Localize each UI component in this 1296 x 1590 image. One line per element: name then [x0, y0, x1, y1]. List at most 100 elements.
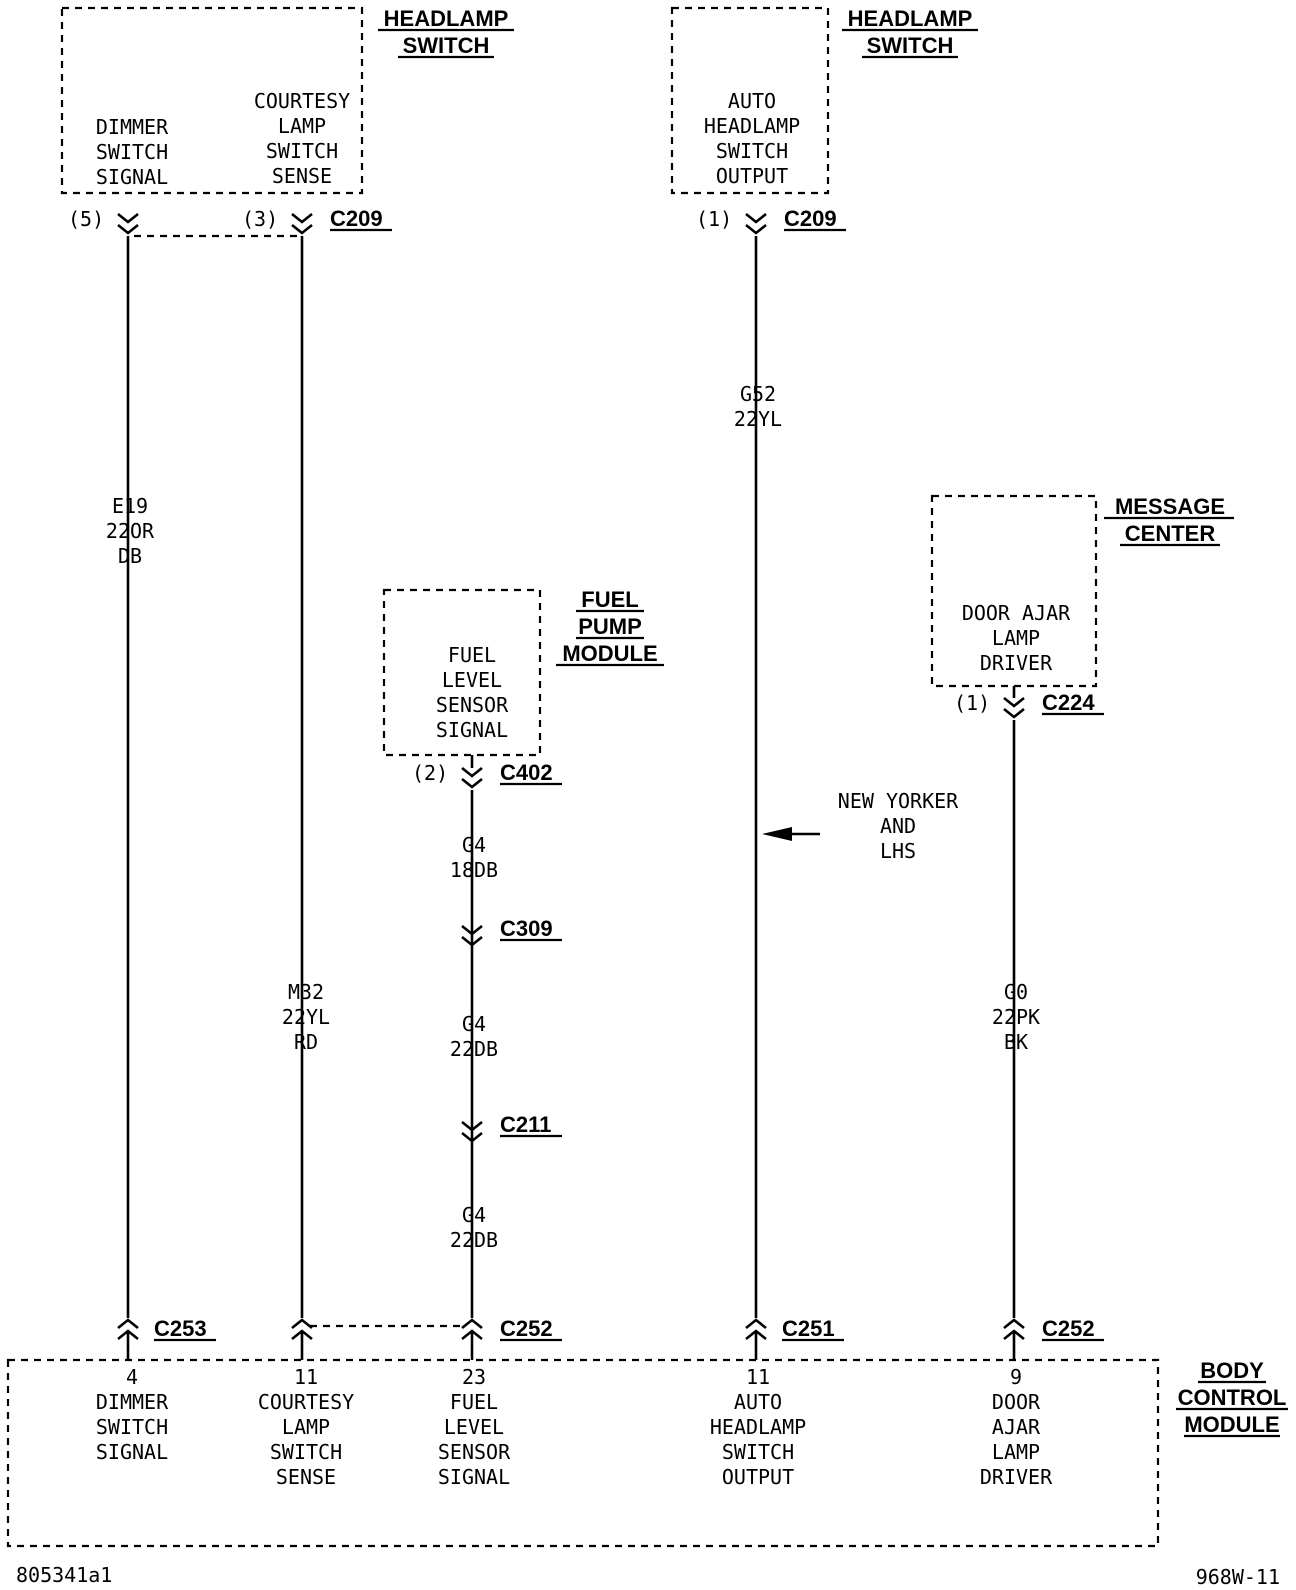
- svg-text:C309: C309: [500, 916, 553, 941]
- connector-c209-courtesy-symbol: [291, 212, 313, 235]
- svg-text:4: 4: [126, 1365, 138, 1389]
- svg-text:E19: E19: [112, 494, 148, 518]
- svg-text:SENSOR: SENSOR: [438, 1440, 511, 1464]
- svg-text:DRIVER: DRIVER: [980, 1465, 1053, 1489]
- svg-text:COURTESY: COURTESY: [254, 89, 350, 113]
- svg-text:C253: C253: [154, 1316, 207, 1341]
- pin-hs-courtesy: (3): [242, 207, 278, 231]
- bcm-pin-auto-headlamp: 11 AUTO HEADLAMP SWITCH OUTPUT: [710, 1365, 806, 1489]
- svg-text:SENSE: SENSE: [276, 1465, 336, 1489]
- connector-c224-symbol: [1003, 686, 1025, 719]
- svg-text:SWITCH: SWITCH: [716, 139, 788, 163]
- connector-c251-symbol: [745, 1318, 767, 1360]
- connector-c252-courtesy-symbol: [291, 1318, 313, 1360]
- svg-text:DOOR AJAR: DOOR AJAR: [962, 601, 1071, 625]
- svg-text:OUTPUT: OUTPUT: [722, 1465, 794, 1489]
- svg-text:11: 11: [746, 1365, 770, 1389]
- svg-text:PUMP: PUMP: [578, 614, 642, 639]
- svg-text:AUTO: AUTO: [728, 89, 776, 113]
- svg-text:SWITCH: SWITCH: [96, 140, 168, 164]
- connector-c252-fuel-symbol: [461, 1318, 483, 1360]
- connector-c209-right-label: C209: [784, 206, 846, 232]
- svg-text:DIMMER: DIMMER: [96, 115, 169, 139]
- svg-text:RD: RD: [294, 1030, 318, 1054]
- body-control-module-box: [6, 1358, 1160, 1548]
- svg-text:SIGNAL: SIGNAL: [96, 1440, 168, 1464]
- svg-text:18DB: 18DB: [450, 858, 498, 882]
- svg-text:G52: G52: [740, 382, 776, 406]
- svg-text:COURTESY: COURTESY: [258, 1390, 354, 1414]
- hs-auto-headlamp-switch-output-label: AUTO HEADLAMP SWITCH OUTPUT: [704, 89, 800, 188]
- svg-text:C251: C251: [782, 1316, 835, 1341]
- connector-c253-label: C253: [154, 1316, 216, 1342]
- svg-text:SIGNAL: SIGNAL: [96, 165, 168, 189]
- connector-c402-symbol: [461, 755, 483, 789]
- fuel-pump-module-box: [382, 588, 542, 757]
- wire-m32-label: M32 22YL RD: [282, 980, 330, 1054]
- connector-c309-symbol: [461, 924, 483, 947]
- connector-c209-auto-symbol: [745, 212, 767, 235]
- svg-text:LAMP: LAMP: [992, 1440, 1040, 1464]
- svg-text:LAMP: LAMP: [282, 1415, 330, 1439]
- svg-text:HEADLAMP: HEADLAMP: [710, 1415, 806, 1439]
- svg-text:MODULE: MODULE: [1184, 1412, 1279, 1437]
- svg-text:OUTPUT: OUTPUT: [716, 164, 788, 188]
- fuel-pump-module-title: FUEL PUMP MODULE: [556, 587, 664, 667]
- svg-text:22YL: 22YL: [734, 407, 782, 431]
- connector-c252-left-label: C252: [500, 1316, 562, 1342]
- connector-c209-dimmer-symbol: [117, 212, 139, 235]
- svg-text:SWITCH: SWITCH: [867, 33, 954, 58]
- svg-text:11: 11: [294, 1365, 318, 1389]
- svg-text:HEADLAMP: HEADLAMP: [704, 114, 800, 138]
- svg-text:SWITCH: SWITCH: [722, 1440, 794, 1464]
- svg-text:C402: C402: [500, 760, 553, 785]
- connector-c224-label: C224: [1042, 690, 1104, 716]
- svg-text:SWITCH: SWITCH: [270, 1440, 342, 1464]
- svg-text:FUEL: FUEL: [448, 643, 496, 667]
- svg-text:SIGNAL: SIGNAL: [436, 718, 508, 742]
- svg-text:22YL: 22YL: [282, 1005, 330, 1029]
- bcm-pin-door-ajar: 9 DOOR AJAR LAMP DRIVER: [980, 1365, 1053, 1489]
- headlamp-switch-left-title: HEADLAMP SWITCH: [378, 6, 514, 59]
- svg-text:22DB: 22DB: [450, 1037, 498, 1061]
- bcm-pin-fuel: 23 FUEL LEVEL SENSOR SIGNAL: [438, 1365, 511, 1489]
- body-control-module-title: BODY CONTROL MODULE: [1176, 1358, 1288, 1438]
- svg-text:G4: G4: [462, 833, 486, 857]
- message-center-title: MESSAGE CENTER: [1104, 494, 1234, 547]
- svg-text:HEADLAMP: HEADLAMP: [384, 6, 509, 31]
- svg-text:SENSE: SENSE: [272, 164, 332, 188]
- svg-text:SWITCH: SWITCH: [266, 139, 338, 163]
- svg-text:G0: G0: [1004, 980, 1028, 1004]
- bcm-pin-dimmer: 4 DIMMER SWITCH SIGNAL: [96, 1365, 169, 1464]
- bcm-pin-courtesy: 11 COURTESY LAMP SWITCH SENSE: [258, 1365, 354, 1489]
- connector-c252-door-symbol: [1003, 1318, 1025, 1360]
- svg-text:NEW YORKER: NEW YORKER: [838, 789, 959, 813]
- svg-text:LEVEL: LEVEL: [442, 668, 502, 692]
- svg-text:MODULE: MODULE: [562, 641, 657, 666]
- connector-c253-symbol: [117, 1318, 139, 1360]
- svg-text:DIMMER: DIMMER: [96, 1390, 169, 1414]
- wire-e19-label: E19 22OR DB: [106, 494, 155, 568]
- svg-text:22OR: 22OR: [106, 519, 155, 543]
- wire-g52-label: G52 22YL: [734, 382, 782, 431]
- headlamp-switch-right-title: HEADLAMP SWITCH: [842, 6, 978, 59]
- svg-text:HEADLAMP: HEADLAMP: [848, 6, 973, 31]
- svg-text:C252: C252: [1042, 1316, 1095, 1341]
- svg-text:G4: G4: [462, 1203, 486, 1227]
- connector-c402-label: C402: [500, 760, 562, 786]
- footer-right-code: 968W-11: [1196, 1565, 1280, 1589]
- wire-g4-22db-upper-label: G4 22DB: [450, 1012, 498, 1061]
- svg-text:C209: C209: [330, 206, 383, 231]
- svg-text:M32: M32: [288, 980, 324, 1004]
- svg-text:FUEL: FUEL: [581, 587, 638, 612]
- svg-text:SIGNAL: SIGNAL: [438, 1465, 510, 1489]
- hs-courtesy-lamp-switch-sense-label: COURTESY LAMP SWITCH SENSE: [254, 89, 350, 188]
- svg-text:FUEL: FUEL: [450, 1390, 498, 1414]
- svg-text:G4: G4: [462, 1012, 486, 1036]
- svg-text:22PK: 22PK: [992, 1005, 1040, 1029]
- connector-c252-right-label: C252: [1042, 1316, 1104, 1342]
- svg-text:DRIVER: DRIVER: [980, 651, 1053, 675]
- svg-text:C211: C211: [500, 1112, 551, 1137]
- connector-c211-symbol: [461, 1120, 483, 1143]
- connector-c251-label: C251: [782, 1316, 844, 1342]
